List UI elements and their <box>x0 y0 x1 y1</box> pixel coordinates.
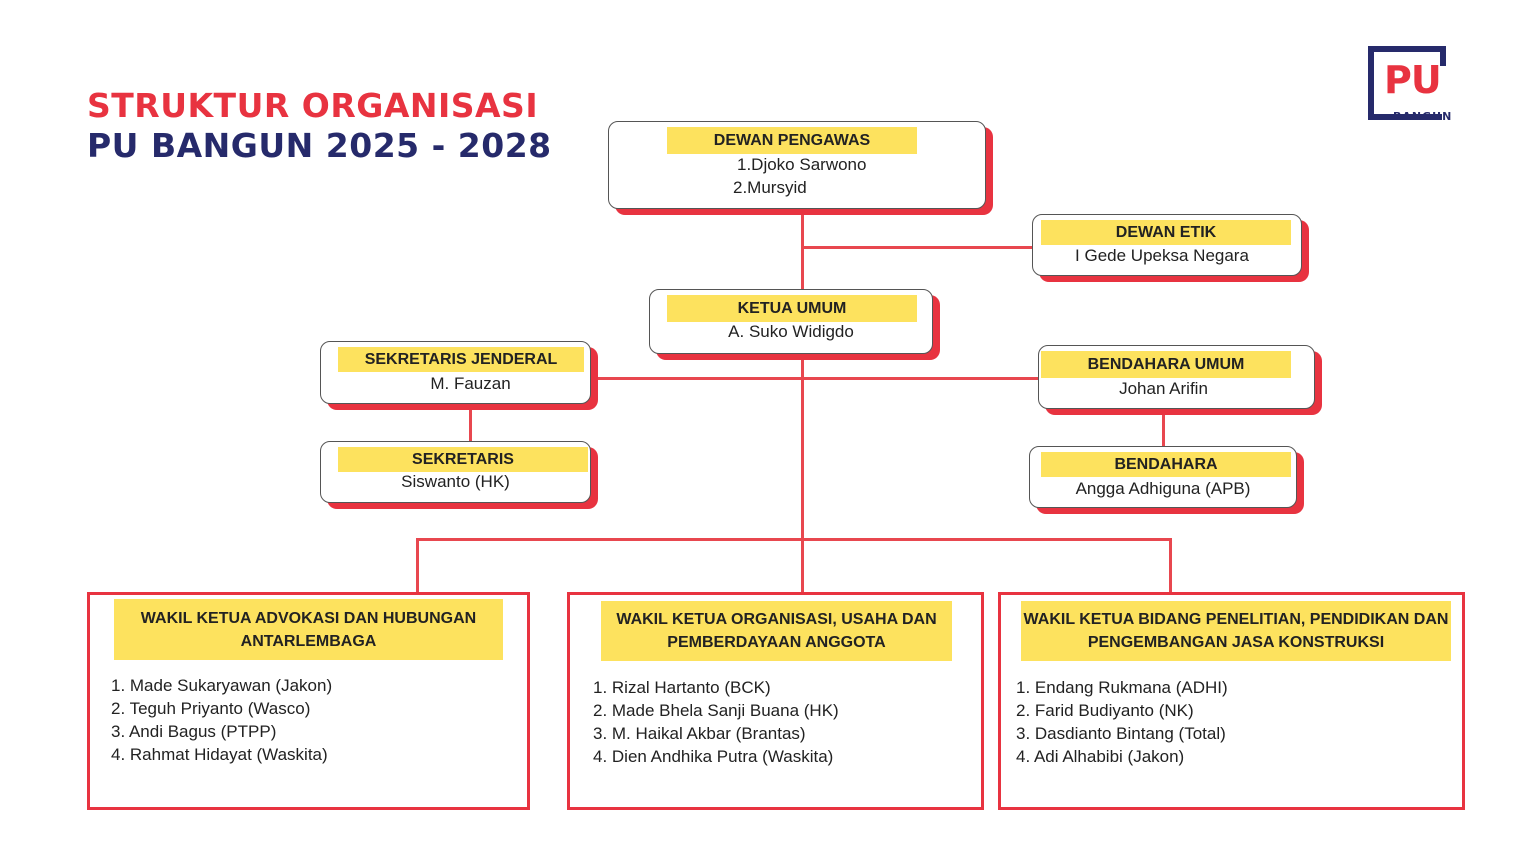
dewan-pengawas-member-1: 1.Djoko Sarwono <box>737 155 867 174</box>
connector-wakil-right <box>1169 538 1172 593</box>
connector-dewan-etik <box>803 246 1033 249</box>
sekretaris-member: Siswanto (HK) <box>401 472 510 491</box>
list-item: 2. Farid Budiyanto (NK) <box>1016 701 1194 720</box>
wakil-penelitian-panel: WAKIL KETUA BIDANG PENELITIAN, PENDIDIKA… <box>998 592 1465 810</box>
bendahara-title: BENDAHARA <box>1041 452 1291 477</box>
logo-mark: PU <box>1384 58 1442 102</box>
ketua-umum-box: KETUA UMUM A. Suko Widigdo <box>649 289 933 354</box>
dewan-pengawas-member-2: 2.Mursyid <box>733 178 807 197</box>
sekretaris-jenderal-title: SEKRETARIS JENDERAL <box>338 347 584 372</box>
wakil-advokasi-title: WAKIL KETUA ADVOKASI DAN HUBUNGAN ANTARL… <box>114 599 503 660</box>
dewan-pengawas-box: DEWAN PENGAWAS 1.Djoko Sarwono 2.Mursyid <box>608 121 986 209</box>
sekretaris-box: SEKRETARIS Siswanto (HK) <box>320 441 591 503</box>
connector-bendum-bendahara <box>1162 410 1165 447</box>
wakil-advokasi-panel: WAKIL KETUA ADVOKASI DAN HUBUNGAN ANTARL… <box>87 592 530 810</box>
wakil-organisasi-title: WAKIL KETUA ORGANISASI, USAHA DAN PEMBER… <box>601 601 952 661</box>
connector-wakil-horizontal <box>416 538 1172 541</box>
wakil-advokasi-list: 1. Made Sukaryawan (Jakon) 2. Teguh Priy… <box>111 674 332 766</box>
list-item: 4. Rahmat Hidayat (Waskita) <box>111 745 328 764</box>
bendahara-umum-box: BENDAHARA UMUM Johan Arifin <box>1038 345 1315 409</box>
bendahara-umum-title: BENDAHARA UMUM <box>1041 351 1291 378</box>
list-item: 3. Andi Bagus (PTPP) <box>111 722 277 741</box>
ketua-umum-title: KETUA UMUM <box>667 295 917 322</box>
list-item: 1. Rizal Hartanto (BCK) <box>593 678 771 697</box>
list-item: 3. Dasdianto Bintang (Total) <box>1016 724 1226 743</box>
dewan-etik-title: DEWAN ETIK <box>1041 220 1291 245</box>
dewan-etik-box: DEWAN ETIK I Gede Upeksa Negara <box>1032 214 1302 276</box>
sekretaris-jenderal-member: M. Fauzan <box>430 374 511 393</box>
wakil-organisasi-list: 1. Rizal Hartanto (BCK) 2. Made Bhela Sa… <box>593 676 839 768</box>
dewan-pengawas-title: DEWAN PENGAWAS <box>667 127 917 154</box>
wakil-organisasi-panel: WAKIL KETUA ORGANISASI, USAHA DAN PEMBER… <box>567 592 984 810</box>
list-item: 2. Teguh Priyanto (Wasco) <box>111 699 311 718</box>
sekretaris-title: SEKRETARIS <box>338 447 588 472</box>
dewan-etik-member: I Gede Upeksa Negara <box>1075 246 1249 265</box>
logo-bracket <box>1368 46 1446 120</box>
list-item: 3. M. Haikal Akbar (Brantas) <box>593 724 806 743</box>
list-item: 1. Endang Rukmana (ADHI) <box>1016 678 1228 697</box>
list-item: 1. Made Sukaryawan (Jakon) <box>111 676 333 695</box>
logo-subtitle: BANGUN <box>1393 110 1453 123</box>
bendahara-member: Angga Adhiguna (APB) <box>1075 479 1251 498</box>
wakil-penelitian-title: WAKIL KETUA BIDANG PENELITIAN, PENDIDIKA… <box>1021 601 1451 661</box>
bendahara-box: BENDAHARA Angga Adhiguna (APB) <box>1029 446 1297 508</box>
connector-sekjen-bendahara <box>598 377 1039 380</box>
list-item: 4. Adi Alhabibi (Jakon) <box>1016 747 1185 766</box>
connector-sekjen-sekretaris <box>469 405 472 442</box>
list-item: 2. Made Bhela Sanji Buana (HK) <box>593 701 839 720</box>
wakil-penelitian-list: 1. Endang Rukmana (ADHI) 2. Farid Budiya… <box>1016 676 1228 768</box>
sekretaris-jenderal-box: SEKRETARIS JENDERAL M. Fauzan <box>320 341 591 404</box>
pu-bangun-logo: PU BANGUN <box>1368 46 1453 128</box>
page-title: STRUKTUR ORGANISASI PU BANGUN 2025 - 202… <box>87 86 552 166</box>
connector-main-vertical <box>801 208 804 592</box>
connector-wakil-left <box>416 538 419 593</box>
title-line-1: STRUKTUR ORGANISASI <box>87 86 539 125</box>
title-line-2: PU BANGUN 2025 - 2028 <box>87 126 552 165</box>
bendahara-umum-member: Johan Arifin <box>1119 379 1208 398</box>
ketua-umum-member: A. Suko Widigdo <box>728 322 854 341</box>
list-item: 4. Dien Andhika Putra (Waskita) <box>593 747 834 766</box>
